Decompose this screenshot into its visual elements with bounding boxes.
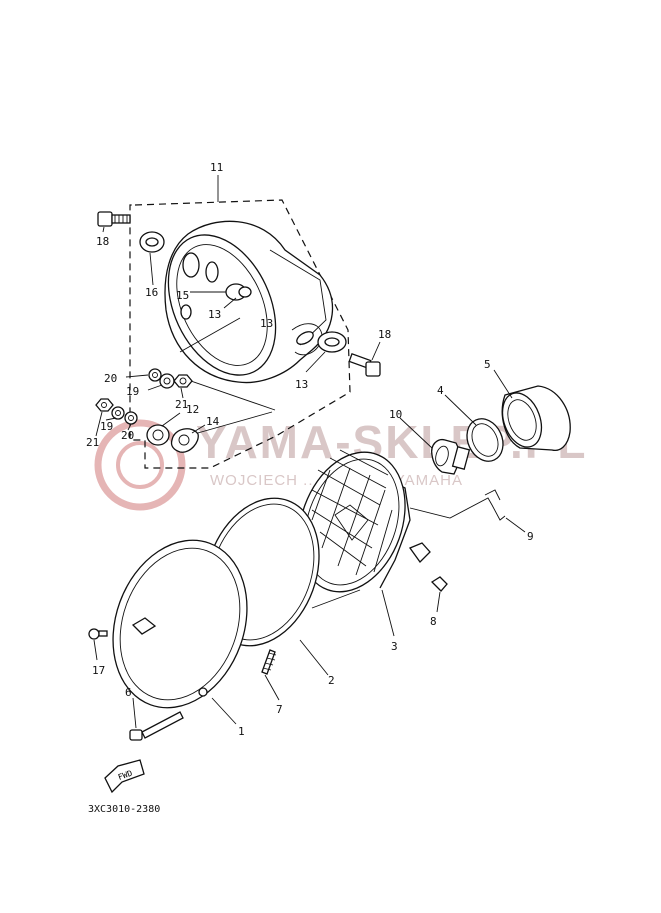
grommet-13-right bbox=[317, 331, 347, 353]
collar-15 bbox=[225, 283, 252, 301]
callout-3: 3 bbox=[391, 640, 398, 653]
rim-1 bbox=[112, 539, 248, 709]
leader-6 bbox=[132, 697, 137, 729]
leader-12 bbox=[161, 412, 181, 427]
callout-2: 2 bbox=[328, 674, 335, 687]
leader-14 bbox=[191, 424, 206, 434]
headlight-housing bbox=[164, 220, 334, 384]
bolt-18-left bbox=[97, 211, 131, 227]
diagram-code: 3XC3010-2380 bbox=[88, 804, 160, 815]
callout-21-lower: 21 bbox=[86, 436, 99, 449]
callout-8: 8 bbox=[430, 615, 437, 628]
callout-20-upper: 20 bbox=[104, 372, 117, 385]
callout-12: 12 bbox=[186, 403, 199, 416]
wire-clip-9 bbox=[409, 489, 506, 521]
leader-2 bbox=[299, 639, 329, 676]
leader-13-inner bbox=[223, 297, 237, 309]
retaining-ring-4 bbox=[466, 418, 504, 462]
bulb-10 bbox=[431, 438, 471, 475]
leader-2b bbox=[311, 589, 361, 609]
leader-7 bbox=[264, 674, 280, 701]
leader-18-left bbox=[102, 226, 105, 233]
bolt-18-right bbox=[348, 352, 381, 377]
leader-13-right bbox=[305, 351, 326, 373]
callout-13b: 13 bbox=[295, 378, 308, 391]
fwd-arrow-icon: FWD bbox=[104, 759, 145, 794]
leader-17 bbox=[93, 639, 98, 661]
callout-9: 9 bbox=[527, 530, 534, 543]
watermark-logo-inner bbox=[116, 441, 164, 489]
fastener-group-upper bbox=[148, 368, 193, 389]
callout-16: 16 bbox=[145, 286, 158, 299]
callout-5: 5 bbox=[484, 358, 491, 371]
callout-17: 17 bbox=[92, 664, 105, 677]
callout-6: 6 bbox=[125, 686, 132, 699]
adjust-screw-7 bbox=[261, 649, 277, 675]
leader-5 bbox=[493, 369, 513, 399]
callout-21-upper: 21 bbox=[175, 398, 188, 411]
lens-unit-3 bbox=[298, 449, 431, 593]
leader-1 bbox=[211, 697, 237, 725]
leader-3 bbox=[381, 589, 395, 637]
screw-17 bbox=[88, 628, 108, 640]
callout-11: 11 bbox=[210, 161, 223, 174]
callout-1: 1 bbox=[238, 725, 245, 738]
fastener-group-lower bbox=[95, 398, 199, 453]
callout-19-upper: 19 bbox=[126, 385, 139, 398]
leader-10 bbox=[399, 417, 433, 449]
leader-20-upper bbox=[125, 374, 149, 378]
leader-16 bbox=[149, 252, 154, 286]
leader-19-upper bbox=[147, 384, 163, 391]
leader-19-lower bbox=[105, 417, 117, 421]
callout-13c: 13 bbox=[260, 317, 273, 330]
callout-7: 7 bbox=[276, 703, 283, 716]
leader-9 bbox=[505, 517, 526, 533]
callout-15: 15 bbox=[176, 289, 189, 302]
callout-19-lower: 19 bbox=[100, 420, 113, 433]
callout-13a: 13 bbox=[208, 308, 221, 321]
leader-8 bbox=[436, 591, 441, 613]
leader-21-upper bbox=[180, 387, 184, 399]
watermark-logo bbox=[94, 419, 186, 511]
leader-18-right bbox=[371, 341, 381, 361]
grommet-16 bbox=[139, 231, 165, 253]
callout-20-lower: 20 bbox=[121, 429, 134, 442]
leader-4 bbox=[444, 394, 477, 426]
clip-8 bbox=[430, 576, 448, 592]
leader-21-lower bbox=[95, 411, 103, 437]
callout-14: 14 bbox=[206, 415, 220, 428]
callout-18-right: 18 bbox=[378, 328, 391, 341]
callout-10: 10 bbox=[389, 408, 402, 421]
callout-18-left: 18 bbox=[96, 235, 109, 248]
bulb-cover-5 bbox=[501, 385, 571, 452]
bolt-6 bbox=[129, 711, 184, 741]
leader-20-lower bbox=[127, 423, 132, 431]
callout-4: 4 bbox=[437, 384, 444, 397]
